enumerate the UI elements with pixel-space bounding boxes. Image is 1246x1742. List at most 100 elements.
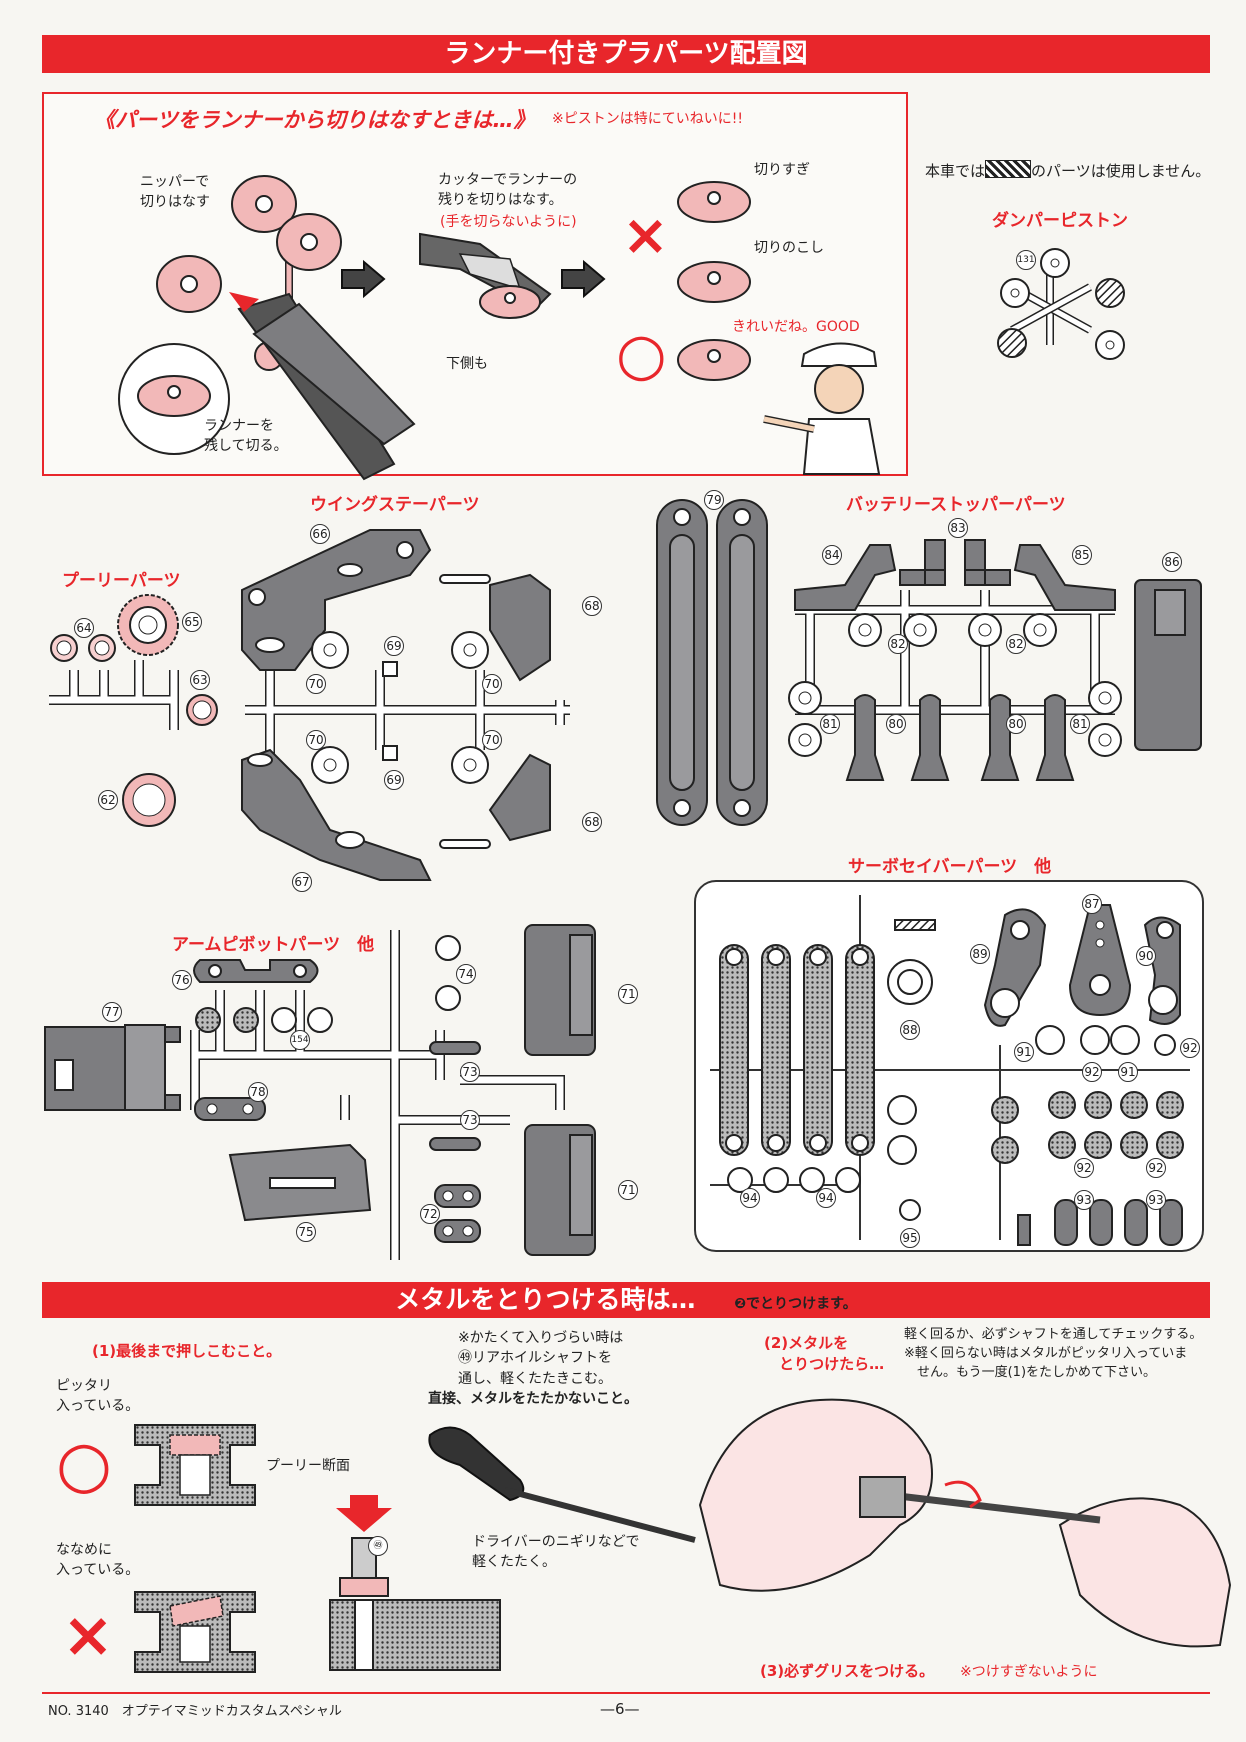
part-number: 80 [1006, 714, 1026, 734]
nipper-label: ニッパーで 切りはなす [140, 174, 210, 211]
part-number: 77 [102, 1002, 122, 1022]
part-number: 71 [618, 1180, 638, 1200]
part-number: 69 [384, 770, 404, 790]
part-number: 95 [900, 1228, 920, 1248]
metal-title: メタルをとりつける時は… [395, 1285, 696, 1314]
part-number: 70 [482, 674, 502, 694]
part-number: 86 [1162, 552, 1182, 572]
part-number: 69 [384, 636, 404, 656]
part-number: 92 [1180, 1038, 1200, 1058]
arm-pivot-runner [44, 924, 596, 1260]
good-label: きれいだね。GOOD [732, 319, 860, 335]
part-number: 87 [1082, 894, 1102, 914]
arrow-right-icon [561, 259, 606, 299]
page-number: —6— [600, 1700, 640, 1718]
shaft-number: ㊾ [368, 1536, 388, 1556]
part-number: 79 [704, 490, 724, 510]
part-number: 90 [1136, 946, 1156, 966]
hatch-swatch-icon [985, 160, 1032, 178]
good-mark: ○ [616, 320, 667, 388]
part-number: 70 [482, 730, 502, 750]
metal-subnote: ❷でとりつけます。 [734, 1296, 857, 1312]
arrow-right-icon [341, 259, 386, 299]
cutter-illustration [419, 232, 552, 319]
notice-before: 本車では [925, 162, 986, 180]
battery-stopper-title: バッテリーストッパーパーツ [846, 495, 1066, 515]
part-number: 68 [582, 596, 602, 616]
cut-box-note: ※ピストンは特にていねいに!! [552, 111, 743, 127]
hands-checking-shaft-illustration [698, 1398, 1232, 1648]
driver-note: ドライバーのニギリなどで 軽くたたく。 [472, 1534, 640, 1571]
cut-box-title: 《パーツをランナーから切りはなすときは…》 [94, 108, 535, 132]
part-number: 71 [618, 984, 638, 1004]
metal-banner: メタルをとりつける時は… ❷でとりつけます。 [42, 1282, 1210, 1318]
notice-after: のパーツは使用しません。 [1031, 162, 1211, 180]
ng-mark: × [62, 1598, 114, 1671]
part-number: 65 [182, 612, 202, 632]
part-number: 81 [820, 714, 840, 734]
part-number: 84 [822, 545, 842, 565]
part-number: 73 [460, 1062, 480, 1082]
part-number: 70 [306, 730, 326, 750]
part-number: 93 [1146, 1190, 1166, 1210]
leave-runner-label: ランナーを 残して切る。 [204, 418, 288, 455]
part-number: 73 [460, 1110, 480, 1130]
part-number: 88 [900, 1020, 920, 1040]
part-number: 62 [98, 790, 118, 810]
part-number: 63 [190, 670, 210, 690]
wing-stay-runner [241, 529, 570, 881]
part-number: 91 [1118, 1062, 1138, 1082]
part-number: 92 [1082, 1062, 1102, 1082]
cutter-label: カッターでランナーの 残りを切りはなす。 [438, 172, 578, 209]
pulley-section-label: プーリー断面 [266, 1458, 350, 1474]
pulley-runner [49, 594, 218, 827]
part-number: 89 [970, 944, 990, 964]
cutter-caution: (手を切らないように) [440, 214, 577, 230]
servo-saver-title: サーボセイバーパーツ 他 [848, 857, 1052, 877]
pulley-title: プーリーパーツ [62, 571, 181, 591]
ng-fit-label: ななめに 入っている。 [56, 1542, 140, 1579]
part-number: 75 [296, 1222, 316, 1242]
part-number: 92 [1074, 1158, 1094, 1178]
part-number: 80 [886, 714, 906, 734]
footer-divider [42, 1692, 1210, 1694]
footer-model: NO. 3140 オプテイマミッドカスタムスペシャル [48, 1704, 342, 1719]
overcut-label: 切りすぎ [754, 162, 810, 178]
pulley-cross-section-ok [134, 1424, 256, 1506]
part-number: 82 [888, 634, 908, 654]
step3-label: (3)必ずグリスをつける。 [760, 1662, 935, 1680]
part-number: 74 [456, 964, 476, 984]
step2-note: 軽く回るか、必ずシャフトを通してチェックする。 ※軽く回らない時はメタルがピッタ… [904, 1327, 1203, 1380]
undercut-label: 切りのこし [754, 240, 824, 256]
part-number: 91 [1014, 1042, 1034, 1062]
part-number: 66 [310, 524, 330, 544]
part-number: 76 [172, 970, 192, 990]
step1-label: (1)最後まで押しこむこと。 [92, 1342, 282, 1360]
part-number: 93 [1074, 1190, 1094, 1210]
part-number: 67 [292, 872, 312, 892]
pulley-cross-section-ng [134, 1591, 256, 1673]
part-number: 131 [1016, 250, 1036, 270]
wing-stay-title: ウイングステーパーツ [310, 495, 480, 515]
direct-strike-warning: 直接、メタルをたたかないこと。 [428, 1391, 638, 1407]
bad-mark: × [622, 203, 669, 268]
arm-pivot-title: アームピボットパーツ 他 [172, 935, 375, 955]
step3-note: ※つけすぎないように [960, 1664, 1098, 1680]
page-header: ランナー付きプラパーツ配置図 [42, 35, 1210, 73]
step2-label: (2)メタルを とりつけたら… [764, 1334, 885, 1373]
part-number: 154 [290, 1030, 310, 1050]
piston-runner-illustration [118, 175, 416, 481]
mascot-figure [763, 342, 881, 475]
battery-stopper-runner [788, 539, 1202, 781]
part-number: 83 [948, 518, 968, 538]
cut-instructions-box: 《パーツをランナーから切りはなすときは…》 ※ピストンは特にていねいに!! ニッ… [42, 92, 908, 481]
part-number: 70 [306, 674, 326, 694]
part-number: 78 [248, 1082, 268, 1102]
hard-fit-note: ※かたくて入りづらい時は ㊾リアホイルシャフトを 通し、軽くたたきこむ。 [458, 1330, 624, 1387]
part-number: 81 [1070, 714, 1090, 734]
part-number: 94 [816, 1188, 836, 1208]
damper-title: ダンパーピストン [992, 211, 1128, 231]
ok-mark: ○ [56, 1428, 112, 1502]
part-number: 64 [74, 618, 94, 638]
part-number: 94 [740, 1188, 760, 1208]
